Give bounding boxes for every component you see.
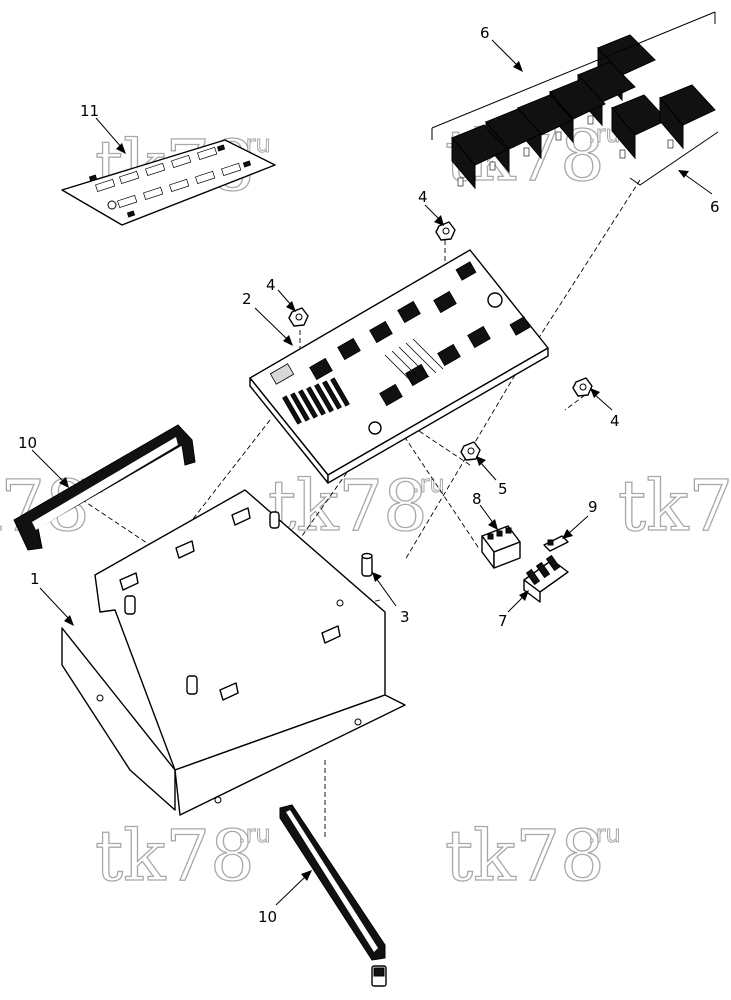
watermark-suffix: .ru [238, 820, 271, 848]
terminal [543, 535, 569, 552]
mounting-bracket [61, 489, 406, 816]
stud [361, 552, 373, 577]
nut-5 [460, 441, 481, 461]
callout-4-right: 4 [610, 412, 620, 430]
leaders [31, 39, 713, 906]
edge-trim-bottom [279, 804, 387, 987]
watermark-text: tk78 [95, 815, 255, 897]
watermark-text: tk78 [445, 815, 605, 897]
callout-2: 2 [242, 290, 252, 308]
callout-6-top: 6 [480, 24, 490, 42]
nut-left [288, 307, 309, 327]
watermark-suffix: .ru [588, 820, 621, 848]
callout-3: 3 [400, 608, 410, 626]
fuse-holder-block [523, 554, 569, 603]
callout-6-bottom: 6 [710, 198, 720, 216]
callout-1: 1 [30, 570, 40, 588]
watermark-text: tk78 [618, 465, 731, 547]
nuts [288, 221, 593, 397]
callout-11: 11 [80, 102, 99, 120]
callout-10-bottom: 10 [258, 908, 277, 926]
callout-4-top: 4 [418, 188, 428, 206]
callout-8: 8 [472, 490, 482, 508]
watermark-text: tk78 [0, 465, 90, 547]
edge-trim-top [13, 424, 196, 551]
callout-10-top: 10 [18, 434, 37, 452]
watermarks: tk78 .ru tk78 .ru tk78 .ru tk78 .ru tk78… [0, 114, 731, 897]
relays [431, 11, 719, 190]
callout-5: 5 [498, 480, 508, 498]
callout-9: 9 [588, 498, 598, 516]
watermark-bottom-left: tk78 .ru [94, 814, 271, 897]
callout-7: 7 [498, 612, 508, 630]
watermark-suffix: .ru [412, 470, 445, 498]
label-decal [61, 139, 276, 226]
watermark-bottom-right: tk78 .ru [444, 814, 621, 897]
nut-top [435, 221, 456, 241]
callout-numbers: 1 2 3 4 4 4 5 6 6 7 8 9 10 10 11 [18, 24, 720, 926]
connector-housing [481, 525, 521, 569]
relay-board [249, 249, 549, 484]
callout-4-left: 4 [266, 276, 276, 294]
nut-right [572, 377, 593, 397]
watermark-middle-right: tk78 [617, 464, 731, 547]
